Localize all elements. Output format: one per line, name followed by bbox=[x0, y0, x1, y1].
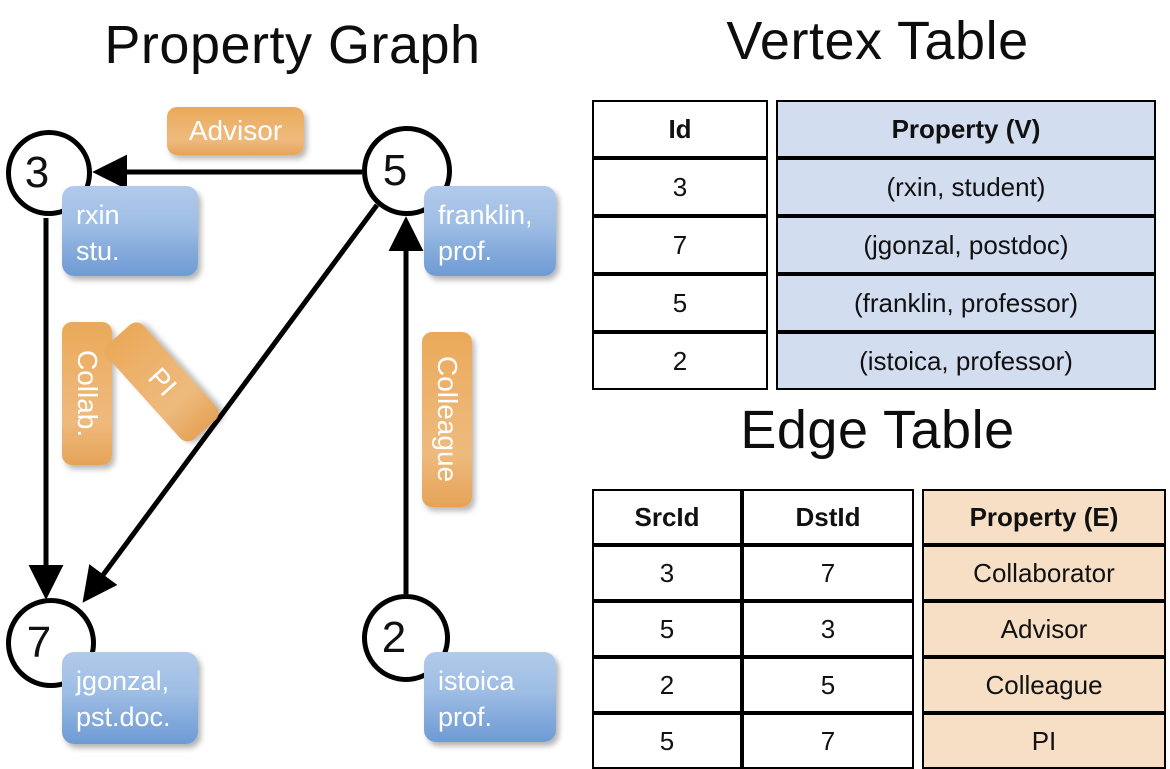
vertex-5-property-box: franklin, prof. bbox=[424, 186, 556, 276]
vertex-table-cell-property: (rxin, student) bbox=[776, 158, 1156, 216]
edge-table-cell-srcid: 5 bbox=[592, 601, 742, 657]
edge-label-pi-text: PI bbox=[141, 361, 183, 402]
vertex-table-header-row: Id Property (V) bbox=[592, 100, 1156, 158]
vertex-5-property-line2: prof. bbox=[438, 235, 493, 266]
edge-table-cell-srcid: 3 bbox=[592, 545, 742, 601]
graph-vertex-5[interactable]: 5 bbox=[362, 126, 452, 216]
edge-label-advisor-text: Advisor bbox=[188, 115, 283, 146]
vertex-5-property-line1: franklin, bbox=[438, 200, 533, 230]
table-row[interactable]: 3 7 Collaborator bbox=[592, 545, 1166, 601]
vertex-7-property-line1: jgonzal, bbox=[76, 666, 170, 696]
vertex-table-cell-property: (franklin, professor) bbox=[776, 274, 1156, 332]
edge-table-header-srcid: SrcId bbox=[592, 489, 742, 545]
table-row[interactable]: 7 (jgonzal, postdoc) bbox=[592, 216, 1156, 274]
vertex-table-header-property: Property (V) bbox=[776, 100, 1156, 158]
vertex-7-property-box: jgonzal, pst.doc. bbox=[62, 652, 198, 744]
graph-vertex-2[interactable]: 2 bbox=[362, 594, 450, 682]
edge-label-colleague: Colleague bbox=[422, 332, 472, 507]
edge-table: SrcId DstId Property (E) 3 7 Collaborato… bbox=[592, 489, 1166, 769]
edge-table-cell-dstid: 7 bbox=[742, 545, 914, 601]
vertex-table-cell-property: (jgonzal, postdoc) bbox=[776, 216, 1156, 274]
edge-table-column-gap bbox=[914, 713, 922, 769]
edge-label-colleague-text: Colleague bbox=[432, 356, 463, 483]
edge-table-column-gap bbox=[914, 489, 922, 545]
vertex-2-property-line1: istoica bbox=[438, 666, 515, 696]
vertex-table-column-gap bbox=[768, 158, 776, 216]
edge-label-collab-text: Collab. bbox=[72, 349, 103, 438]
edge-table-cell-property: Colleague bbox=[922, 657, 1166, 713]
page-title-property-graph: Property Graph bbox=[104, 15, 481, 75]
edge-table-column-gap bbox=[914, 657, 922, 713]
vertex-table-column-gap bbox=[768, 332, 776, 390]
page-title-edge-table: Edge Table bbox=[740, 400, 1015, 460]
edge-table-header-property: Property (E) bbox=[922, 489, 1166, 545]
edge-table-cell-dstid: 7 bbox=[742, 713, 914, 769]
table-row[interactable]: 2 5 Colleague bbox=[592, 657, 1166, 713]
table-row[interactable]: 5 7 PI bbox=[592, 713, 1166, 769]
edge-table-cell-property: Collaborator bbox=[922, 545, 1166, 601]
vertex-table-column-gap bbox=[768, 216, 776, 274]
vertex-2-property-line2: prof. bbox=[438, 701, 493, 732]
table-row[interactable]: 3 (rxin, student) bbox=[592, 158, 1156, 216]
vertex-table-cell-id: 5 bbox=[592, 274, 768, 332]
vertex-table-cell-id: 7 bbox=[592, 216, 768, 274]
edge-table-header-dstid: DstId bbox=[742, 489, 914, 545]
table-row[interactable]: 5 (franklin, professor) bbox=[592, 274, 1156, 332]
vertex-7-property-line2: pst.doc. bbox=[76, 701, 171, 732]
vertex-table: Id Property (V) 3 (rxin, student) 7 (jgo… bbox=[592, 100, 1156, 390]
edge-table-header-row: SrcId DstId Property (E) bbox=[592, 489, 1166, 545]
vertex-table-column-gap bbox=[768, 100, 776, 158]
vertex-2-property-box: istoica prof. bbox=[424, 652, 556, 742]
vertex-3-property-line1: rxin bbox=[76, 200, 120, 230]
table-row[interactable]: 5 3 Advisor bbox=[592, 601, 1166, 657]
vertex-table-cell-property: (istoica, professor) bbox=[776, 332, 1156, 390]
edge-table-cell-dstid: 3 bbox=[742, 601, 914, 657]
edge-label-collab: Collab. bbox=[62, 322, 112, 465]
graph-edges-svg bbox=[28, 154, 424, 603]
page-title-vertex-table: Vertex Table bbox=[726, 11, 1029, 71]
edge-5-to-7-pi bbox=[82, 203, 380, 603]
vertex-3-property-line2: stu. bbox=[76, 235, 120, 266]
table-row[interactable]: 2 (istoica, professor) bbox=[592, 332, 1156, 390]
vertex-3-property-box: rxin stu. bbox=[62, 186, 198, 276]
vertex-table-header-id: Id bbox=[592, 100, 768, 158]
vertex-table-cell-id: 3 bbox=[592, 158, 768, 216]
edge-label-advisor: Advisor bbox=[167, 107, 304, 155]
edge-table-cell-srcid: 5 bbox=[592, 713, 742, 769]
vertex-table-column-gap bbox=[768, 274, 776, 332]
vertex-table-cell-id: 2 bbox=[592, 332, 768, 390]
edge-table-cell-srcid: 2 bbox=[592, 657, 742, 713]
edge-table-cell-dstid: 5 bbox=[742, 657, 914, 713]
edge-table-column-gap bbox=[914, 545, 922, 601]
edge-table-cell-property: Advisor bbox=[922, 601, 1166, 657]
edge-table-cell-property: PI bbox=[922, 713, 1166, 769]
property-graph-diagram: 3 5 7 2 rxin stu. franklin, prof. jgonza… bbox=[0, 0, 585, 760]
edge-table-column-gap bbox=[914, 601, 922, 657]
